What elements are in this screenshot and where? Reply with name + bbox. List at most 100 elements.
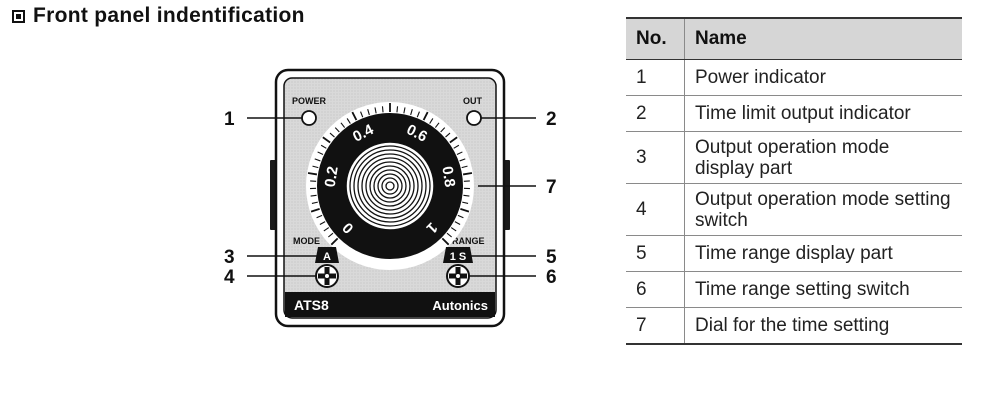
dial-tick <box>396 106 399 113</box>
dial-tick <box>440 127 446 133</box>
dial-tick <box>340 122 346 128</box>
dial-scale-label: 0.2 <box>322 165 342 188</box>
row-name: Output operation mode display part <box>684 131 962 184</box>
row-no: 2 <box>626 95 685 132</box>
mode-badge-text: A <box>323 251 331 263</box>
dial-tick <box>320 144 327 149</box>
dial-tick <box>311 201 318 204</box>
dial-tick <box>462 172 473 176</box>
table-row: 1 Power indicator <box>626 59 962 96</box>
dial-tick <box>422 111 429 121</box>
dial-tick <box>346 118 351 124</box>
callout-number-1: 1 <box>224 109 235 130</box>
row-name: Power indicator <box>684 59 962 96</box>
dial-tick <box>416 111 420 118</box>
dial-tick <box>374 107 377 114</box>
table-row: 2 Time limit output indicator <box>626 95 962 132</box>
knob-grip-rings <box>349 145 431 227</box>
callout-number-2: 2 <box>546 109 557 130</box>
dial-tick <box>367 109 370 116</box>
range-display-part <box>443 247 473 263</box>
row-name: Time limit output indicator <box>684 95 962 132</box>
row-no: 1 <box>626 59 685 96</box>
knob-ring <box>349 145 431 227</box>
callout-number-3: 3 <box>224 247 235 268</box>
dial-tick <box>310 208 320 213</box>
dial-tick <box>446 232 452 238</box>
dial-tick <box>460 208 470 213</box>
dial-tick <box>310 194 317 197</box>
dial-tick <box>330 237 339 246</box>
dial-tick <box>329 132 335 138</box>
callout-number-4: 4 <box>224 267 235 288</box>
knob-ring <box>353 149 427 223</box>
dial-tick <box>314 158 321 162</box>
out-label: OUT <box>463 96 483 106</box>
dial-tick <box>323 227 330 232</box>
header-no: No. <box>626 17 685 60</box>
range-badge-text: 1 S <box>450 251 467 263</box>
table-row: 5 Time range display part <box>626 235 962 272</box>
dial-tick <box>450 227 457 232</box>
dial-tick <box>312 165 319 169</box>
row-no: 3 <box>626 131 685 184</box>
table-header-row: No. Name <box>626 17 962 60</box>
knob-ring <box>377 173 403 199</box>
dial-tick <box>453 144 460 149</box>
dial-tick <box>456 151 463 155</box>
dial-tick <box>462 201 469 204</box>
dial-tick <box>461 165 468 169</box>
callout-number-5: 5 <box>546 247 557 268</box>
dial-tick <box>445 132 451 138</box>
dial-tick <box>457 214 464 219</box>
row-no: 7 <box>626 307 685 345</box>
knob-ring <box>369 165 411 207</box>
dial-tick <box>322 136 331 144</box>
knob-ring <box>373 169 407 203</box>
dial-tick <box>441 237 450 246</box>
dial-tick <box>459 158 466 162</box>
dial-tick <box>429 118 434 124</box>
dial-tick <box>410 109 413 116</box>
table-row: 3 Output operation mode display part <box>626 131 962 184</box>
dial-tick <box>434 122 440 128</box>
dial-tick <box>360 111 364 118</box>
parts-table: No. Name 1 Power indicator 2 Time limit … <box>626 17 962 345</box>
row-no: 5 <box>626 235 685 272</box>
callout-number-7: 7 <box>546 177 557 198</box>
header-name: Name <box>684 17 962 60</box>
dial-tick <box>334 127 340 133</box>
table-row: 6 Time range setting switch <box>626 271 962 308</box>
dial-tick <box>307 172 318 176</box>
heading-text: Front panel indentification <box>33 4 305 27</box>
time-dial-knob[interactable] <box>345 141 435 231</box>
row-name: Time range setting switch <box>684 271 962 308</box>
knob-ring <box>357 153 423 219</box>
dial-tick-marks <box>307 103 473 246</box>
dial-tick <box>454 221 461 226</box>
row-name: Output operation mode setting switch <box>684 183 962 236</box>
section-heading: Front panel indentification <box>12 4 305 28</box>
knob-ring <box>365 161 415 211</box>
dial-tick <box>317 151 324 155</box>
mode-setting-switch[interactable] <box>315 264 339 288</box>
out-indicator-led <box>466 110 482 126</box>
square-bullet-icon <box>12 9 25 23</box>
knob-ring <box>381 177 399 195</box>
knob-ring <box>385 181 395 191</box>
dial-tick <box>381 106 384 113</box>
range-label: RANGE <box>452 236 485 246</box>
dial-tick <box>319 221 326 226</box>
model-label: ATS8 <box>294 297 329 313</box>
row-no: 4 <box>626 183 685 236</box>
dial-tick <box>316 214 323 219</box>
dial-tick <box>449 136 458 144</box>
mode-label: MODE <box>293 236 320 246</box>
row-name: Dial for the time setting <box>684 307 962 345</box>
mode-display-part <box>315 247 339 263</box>
brand-label: Autonics <box>432 298 488 313</box>
dial-scale-label: 0.8 <box>438 165 458 188</box>
power-indicator-led <box>301 110 317 126</box>
table-row: 7 Dial for the time setting <box>626 307 962 345</box>
range-setting-switch[interactable] <box>446 264 470 288</box>
